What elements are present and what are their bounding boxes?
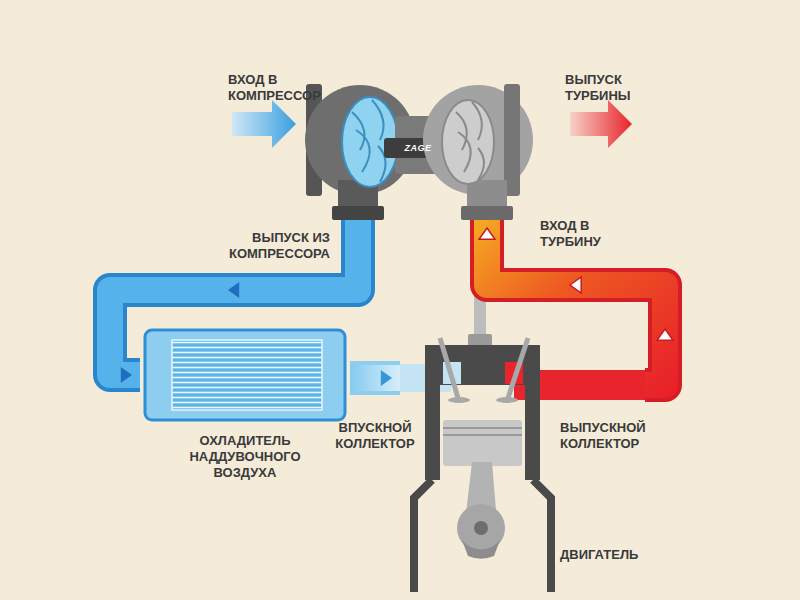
node-text: ZAGE [398,140,438,156]
part-label: ВХОД В КОМПРЕССОР [228,72,338,104]
diagram-node: ДВИГАТЕЛЬ [400,330,645,595]
pipe-core [350,365,400,391]
diagram-node: ОХЛАДИТЕЛЬ НАДДУВОЧНОГО ВОЗДУХА [140,325,350,495]
part-label: ВЫПУСК ТУРБИНЫ [565,72,655,104]
pipe-connector [110,220,358,383]
node-text: ОХЛАДИТЕЛЬ НАДДУВОЧНОГО ВОЗДУХА [175,433,315,481]
pipe-wall [350,361,400,395]
diagram-node: ZAGE [305,60,525,220]
flow-arrowhead [228,282,239,298]
intercooler [145,330,345,420]
part-label: ВПУСКНОЙ КОЛЛЕКТОР [330,420,420,452]
part-label: ВЫПУСК ИЗ КОМПРЕССОРА [198,230,330,262]
pipe-core [110,220,358,375]
flow-arrowhead [570,277,581,293]
flow-arrowhead [121,367,132,383]
part-label: ВХОД В ТУРБИНУ [540,218,630,250]
flow-arrowhead [657,329,673,340]
flow-arrowhead [381,370,392,386]
pipe-wall [110,220,358,375]
intake-arrow [232,100,296,148]
part-label: ВЫПУСКНОЙ КОЛЛЕКТОР [560,420,660,452]
flow-arrowhead [479,228,495,239]
exhaust-arrow [570,100,632,148]
turbine-housing [423,84,533,220]
node-text: ДВИГАТЕЛЬ [560,547,642,563]
pipe-connector [350,370,400,386]
